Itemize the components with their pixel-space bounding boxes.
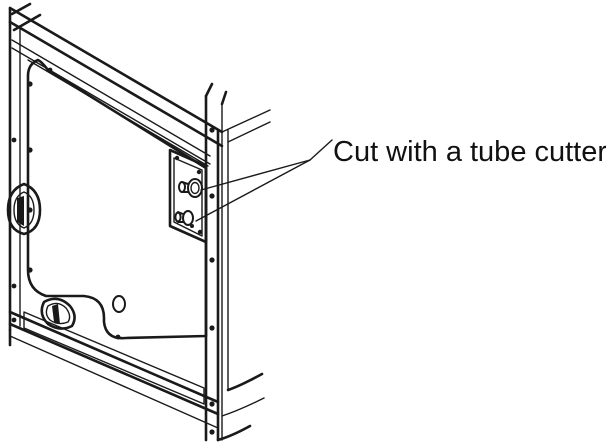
lower-pipe <box>174 210 194 228</box>
callout-label: Cut with a tube cutter <box>333 136 606 168</box>
front-panel <box>6 2 224 435</box>
bottom-handle <box>40 297 76 330</box>
callout-leader <box>195 139 333 222</box>
pipe-service-plate <box>168 148 208 244</box>
drain-hole <box>112 295 126 313</box>
side-panel <box>204 82 271 442</box>
left-handle <box>6 182 42 236</box>
upper-pipe <box>178 178 203 198</box>
